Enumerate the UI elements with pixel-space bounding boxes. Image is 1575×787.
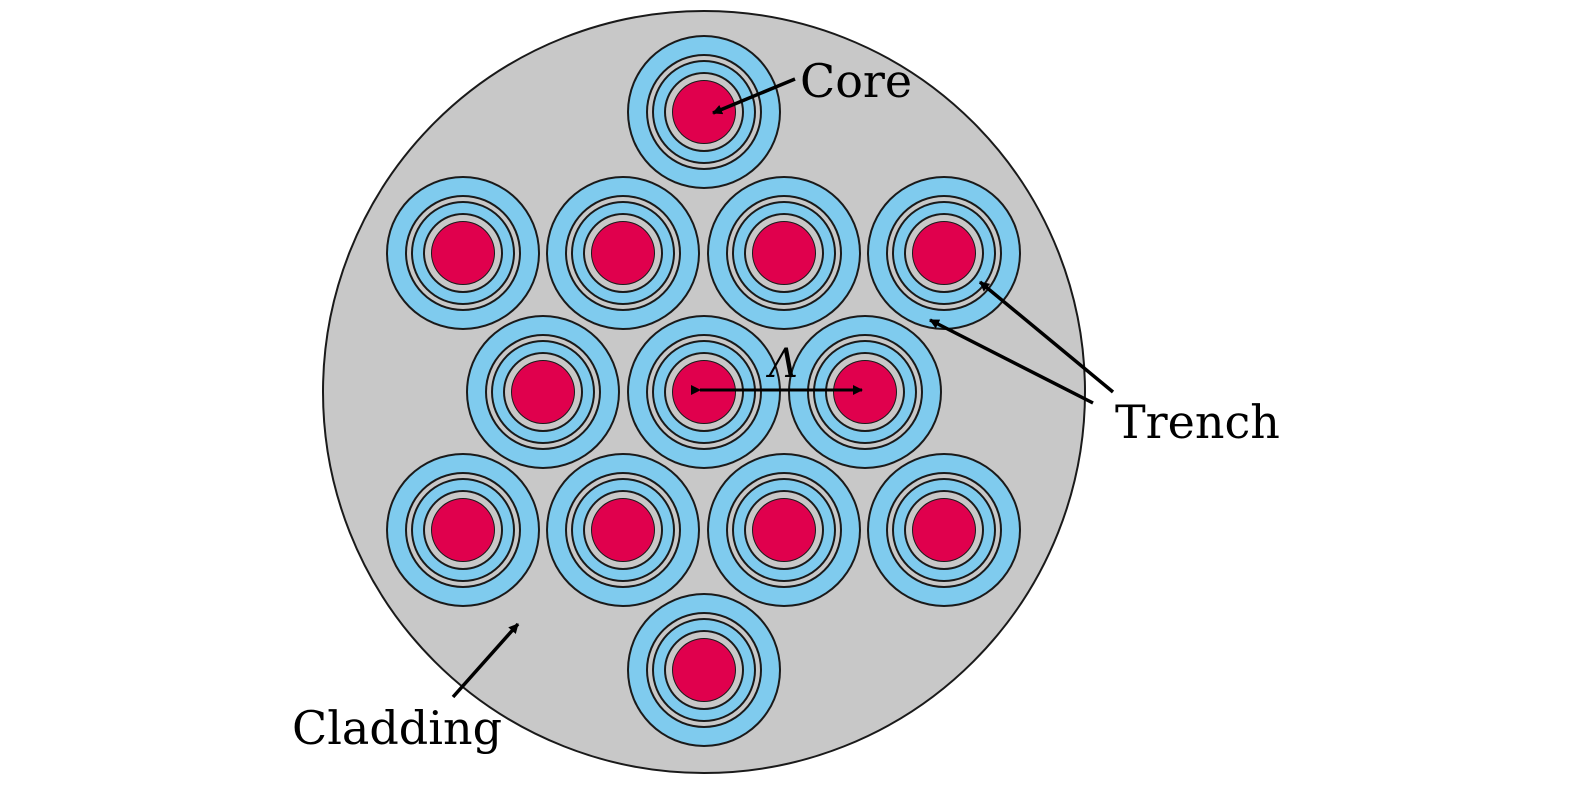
- cladding-arrow: [451, 622, 520, 699]
- core: [673, 361, 735, 423]
- core: [673, 81, 735, 143]
- core: [512, 361, 574, 423]
- core-arrow: [712, 77, 796, 115]
- core: [753, 222, 815, 284]
- cladding-label: Cladding: [292, 701, 502, 755]
- core-unit: [466, 315, 620, 469]
- trench-arrow-inner: [978, 280, 1115, 394]
- core-unit: [386, 176, 540, 330]
- core-label: Core: [800, 54, 912, 108]
- core-unit: [788, 315, 942, 469]
- trench-label: Trench: [1115, 395, 1280, 449]
- core: [753, 499, 815, 561]
- core: [673, 639, 735, 701]
- core: [432, 222, 494, 284]
- core-unit: [627, 315, 781, 469]
- pitch-label: Λ: [765, 341, 798, 387]
- core: [592, 222, 654, 284]
- core: [913, 499, 975, 561]
- core-unit: [627, 35, 781, 189]
- core-unit: [867, 176, 1021, 330]
- core: [913, 222, 975, 284]
- trench-arrow-outer: [929, 318, 1094, 405]
- core: [834, 361, 896, 423]
- core-unit: [627, 593, 781, 747]
- core-group: [386, 35, 1021, 747]
- core-unit: [707, 453, 861, 607]
- core-unit: [546, 453, 700, 607]
- core-unit: [546, 176, 700, 330]
- core-unit: [707, 176, 861, 330]
- core-unit: [867, 453, 1021, 607]
- core: [432, 499, 494, 561]
- core-unit: [386, 453, 540, 607]
- core: [592, 499, 654, 561]
